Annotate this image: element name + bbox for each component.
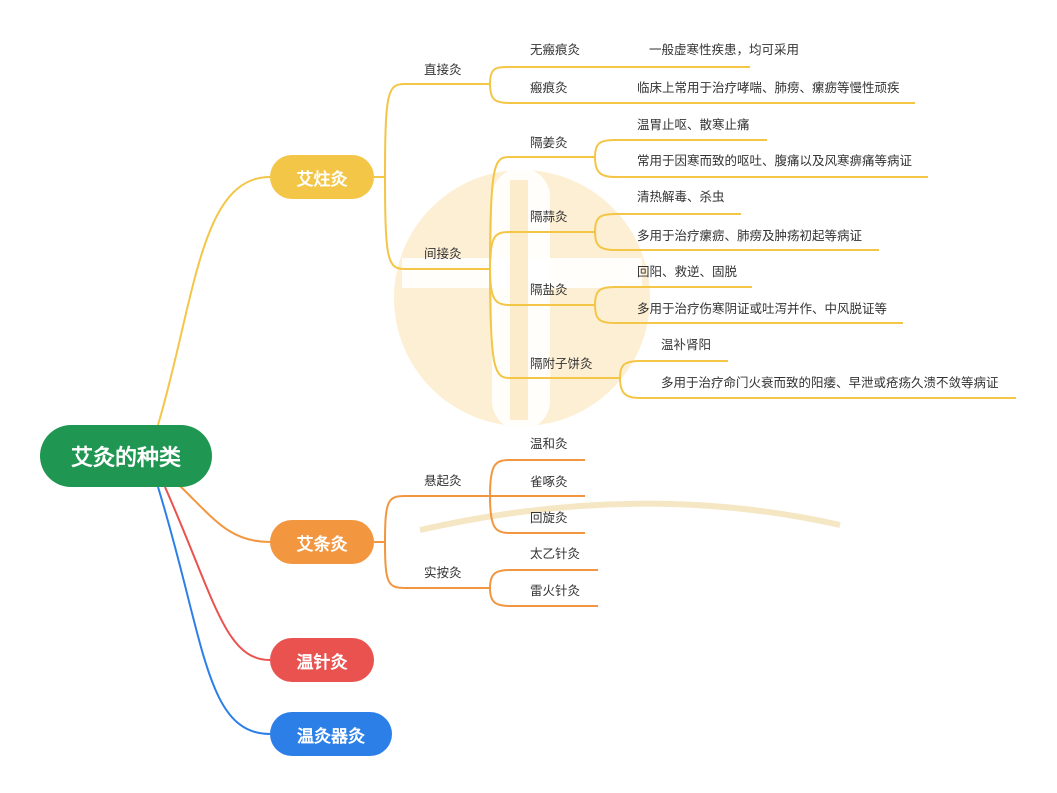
note[interactable]: 常用于因寒而致的呕吐、腹痛以及风寒痹痛等病证 [637, 153, 913, 168]
link-root-moxa-device [157, 486, 271, 735]
node-direct-moxibustion[interactable]: 直接灸 [424, 62, 462, 77]
branch-label: 艾条灸 [296, 534, 348, 555]
link-root-moxa-stick [179, 485, 271, 543]
note[interactable]: 回阳、救逆、固脱 [637, 264, 738, 279]
node-indirect-moxibustion[interactable]: 间接灸 [424, 246, 462, 261]
note[interactable]: 临床上常用于治疗哮喘、肺痨、瘰疬等慢性顽疾 [637, 80, 900, 95]
branch-moxa-device[interactable]: 温灸器灸 [270, 712, 392, 756]
note[interactable]: 清热解毒、杀虫 [637, 189, 725, 204]
branch-label: 温针灸 [296, 652, 348, 673]
note[interactable]: 多用于治疗伤寒阴证或吐泻并作、中风脱证等 [637, 301, 888, 316]
moxa-cone-links [374, 66, 1016, 399]
node-scarring[interactable]: 瘢痕灸 [530, 80, 568, 95]
moxa-stick-links [374, 459, 598, 607]
link-root-warm-needle [164, 486, 271, 661]
node-aconite-cake[interactable]: 隔附子饼灸 [530, 356, 593, 371]
node-non-scarring[interactable]: 无瘢痕灸 [530, 42, 581, 57]
note[interactable]: 多用于治疗瘰疬、肺痨及肿疡初起等病证 [637, 228, 863, 243]
note[interactable]: 多用于治疗命门火衰而致的阳痿、早泄或疮疡久溃不敛等病证 [661, 375, 999, 390]
root-label: 艾灸的种类 [70, 446, 181, 471]
link-root-moxa-cone [157, 176, 271, 426]
node-garlic[interactable]: 隔蒜灸 [530, 209, 568, 224]
node-pressing[interactable]: 实按灸 [424, 565, 462, 580]
node-salt[interactable]: 隔盐灸 [530, 282, 568, 297]
node-circling[interactable]: 回旋灸 [530, 510, 568, 525]
root-node[interactable]: 艾灸的种类 [40, 425, 212, 487]
branch-label: 艾炷灸 [296, 169, 348, 190]
node-suspended[interactable]: 悬起灸 [424, 473, 462, 488]
note[interactable]: 温补肾阳 [661, 337, 712, 352]
branch-moxa-cone[interactable]: 艾炷灸 [270, 155, 374, 199]
branch-moxa-stick[interactable]: 艾条灸 [270, 520, 374, 564]
note[interactable]: 温胃止呕、散寒止痛 [637, 117, 750, 132]
node-taiyi-needle[interactable]: 太乙针灸 [530, 546, 581, 561]
branch-warm-needle[interactable]: 温针灸 [270, 638, 374, 682]
branch-label: 温灸器灸 [297, 726, 365, 747]
node-thunder-fire-needle[interactable]: 雷火针灸 [530, 583, 581, 598]
note[interactable]: 一般虚寒性疾患，均可采用 [649, 42, 800, 57]
node-mild[interactable]: 温和灸 [530, 436, 568, 451]
node-sparrow-pecking[interactable]: 雀啄灸 [530, 474, 568, 489]
node-ginger[interactable]: 隔姜灸 [530, 135, 568, 150]
